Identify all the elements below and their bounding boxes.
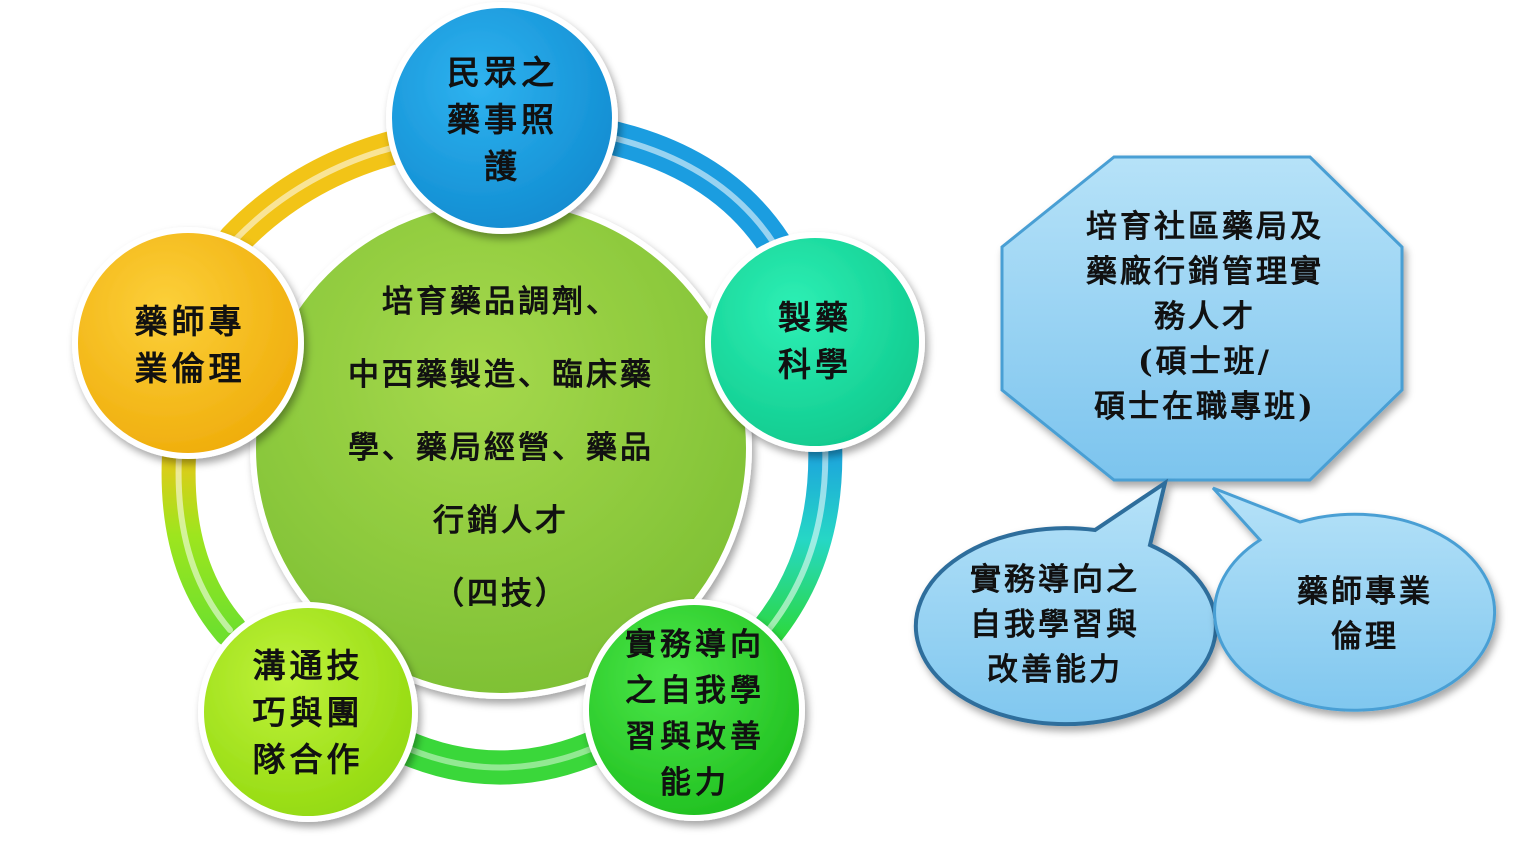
octagon-label: 培育社區藥局及 藥廠行銷管理實 務人才 (碩士班/ 碩士在職專班) xyxy=(1086,209,1324,425)
bubble-practice-label: 實務導向之 自我學習與 改善能力 xyxy=(970,561,1140,688)
node-practice-circle xyxy=(583,599,805,821)
node-care-label: 民眾之 藥事照 護 xyxy=(447,52,558,186)
node-care-circle xyxy=(386,2,618,234)
node-practice-label: 實務導向 之自我學 習與改善 能力 xyxy=(625,627,765,801)
node-teamwork-label: 溝通技 巧與團 隊合作 xyxy=(252,646,364,779)
node-teamwork-circle xyxy=(198,602,418,822)
node-science-label: 製藥 科學 xyxy=(778,298,852,384)
ring-arc-bottom xyxy=(383,728,617,785)
node-science-circle xyxy=(705,232,925,452)
bubble-ethics-shape xyxy=(1211,486,1497,712)
node-ethics-circle xyxy=(72,227,304,459)
octagon-shape xyxy=(1000,155,1404,482)
node-ethics-label: 藥師專 業倫理 xyxy=(134,302,246,388)
bubble-ethics-label: 藥師專業 倫理 xyxy=(1297,574,1433,655)
center-label: 培育藥品調劑、 中西藥製造、臨床藥 學、藥局經營、藥品 行銷人才 （四技） xyxy=(348,283,654,612)
